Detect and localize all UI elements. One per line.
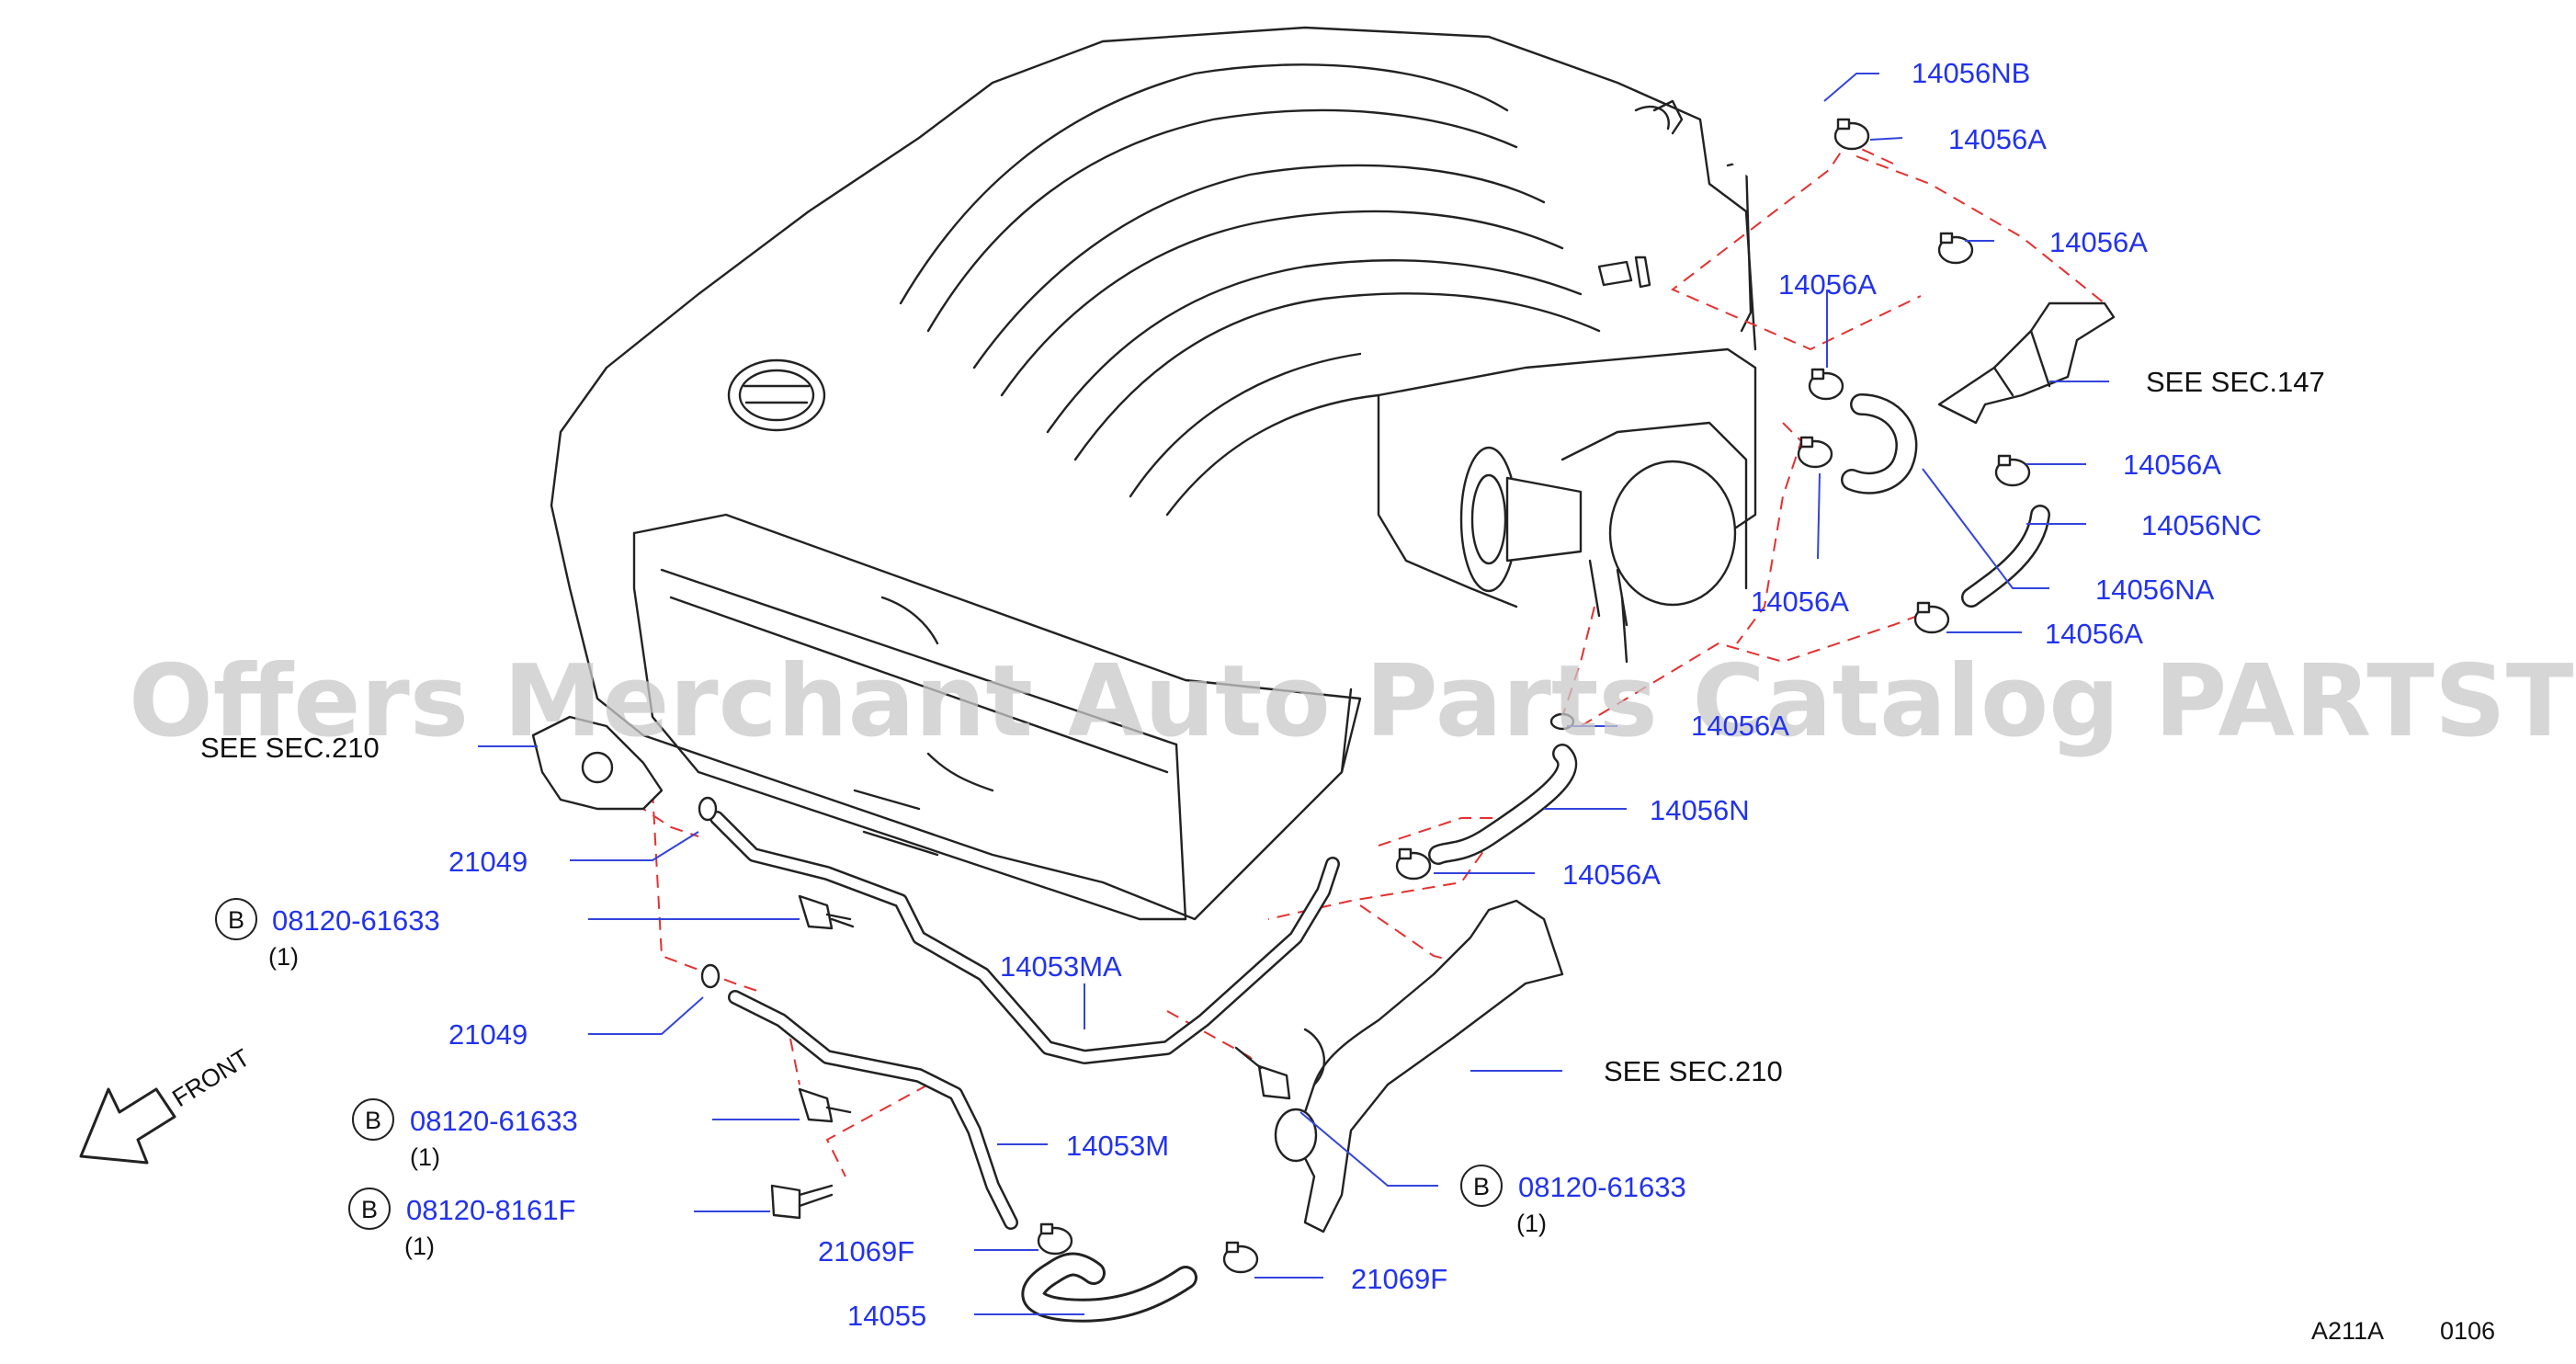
hose-clamp: [1994, 454, 2031, 487]
engine-illustration: [550, 26, 1757, 921]
hose-clamp: [1797, 436, 1833, 469]
bolt-symbol: B: [1473, 1173, 1490, 1200]
throttle-body: [1459, 421, 1748, 664]
label-see-sec147[interactable]: SEE SEC.147: [2146, 366, 2325, 398]
parts: [531, 100, 2116, 1323]
label-08120-61633[interactable]: 08120-61633: [410, 1105, 578, 1137]
label-see-sec210[interactable]: SEE SEC.210: [200, 732, 380, 764]
hose-clamp: [1833, 118, 1870, 151]
hose-clamp: [1222, 1241, 1259, 1274]
leader-lines: [478, 73, 2109, 1315]
label-see-sec210[interactable]: SEE SEC.210: [1604, 1055, 1783, 1087]
front-indicator: FRONT: [79, 1043, 255, 1165]
label-14056NC[interactable]: 14056NC: [2141, 509, 2262, 541]
bolt-symbol: B: [228, 906, 244, 934]
bolt-callout: B 08120-61633 (1): [352, 1098, 578, 1171]
bolt-callout: B 08120-61633 (1): [215, 898, 440, 971]
label-14056NA[interactable]: 14056NA: [2095, 574, 2215, 606]
bolt-callout: B 08120-61633 (1): [1460, 1165, 1686, 1237]
bolt-qty: (1): [404, 1233, 435, 1260]
bolt-part: [770, 1184, 834, 1220]
bolt-symbol-circle: [348, 1188, 391, 1230]
label-14056A[interactable]: 14056A: [2123, 449, 2221, 481]
bolt-symbol: B: [361, 1196, 378, 1223]
label-14056A[interactable]: 14056A: [1778, 268, 1877, 301]
hose-clamp: [1037, 1222, 1073, 1256]
front-arrow-icon: [79, 1087, 176, 1165]
label-14056A[interactable]: 14056A: [1562, 858, 1661, 891]
hose-clamp: [1913, 601, 1950, 634]
label-21049[interactable]: 21049: [448, 1018, 528, 1051]
bolt-part: [1234, 1046, 1291, 1100]
label-14056A[interactable]: 14056A: [1691, 710, 1789, 742]
diagram-date-code: 0106: [2440, 1317, 2495, 1345]
label-21069F[interactable]: 21069F: [818, 1235, 914, 1267]
label-08120-61633[interactable]: 08120-61633: [272, 904, 440, 937]
hose-clamp: [1395, 847, 1432, 881]
part-labels: 14056NB 14056A 14056A 14056A SEE SEC.147…: [200, 57, 2325, 1332]
front-label: FRONT: [167, 1043, 255, 1112]
diagram-code: A211A: [2311, 1317, 2384, 1345]
bolt-qty: (1): [1516, 1210, 1547, 1237]
bolt-symbol-circle: [352, 1098, 394, 1141]
label-14056NB[interactable]: 14056NB: [1912, 57, 2030, 89]
bolt-qty: (1): [410, 1143, 440, 1171]
label-14056A[interactable]: 14056A: [1751, 585, 1849, 618]
label-21049[interactable]: 21049: [448, 846, 528, 878]
label-14056A[interactable]: 14056A: [2045, 618, 2143, 650]
label-14053MA[interactable]: 14053MA: [1000, 950, 1122, 983]
label-14055[interactable]: 14055: [847, 1300, 926, 1332]
bolt-symbol: B: [365, 1107, 381, 1134]
hose-clamp: [1808, 368, 1844, 401]
label-14053M[interactable]: 14053M: [1066, 1130, 1169, 1162]
bolt-symbol-circle: [215, 898, 257, 940]
bolt-part: [798, 1087, 852, 1123]
label-21069F[interactable]: 21069F: [1351, 1263, 1447, 1295]
label-08120-8161F[interactable]: 08120-8161F: [406, 1194, 575, 1226]
hose-clamp: [1937, 232, 1974, 265]
bolt-part: [798, 894, 855, 930]
label-08120-61633[interactable]: 08120-61633: [1518, 1171, 1686, 1203]
label-14056A[interactable]: 14056A: [1948, 123, 2047, 155]
label-14056N[interactable]: 14056N: [1650, 794, 1750, 826]
bolt-qty: (1): [268, 943, 299, 971]
bolt-callout: B 08120-8161F (1): [348, 1188, 575, 1260]
bolt-symbol-circle: [1460, 1165, 1503, 1207]
watermark-text: Offers Merchant Auto Parts Catalog PARTS…: [129, 644, 2576, 759]
label-14056A[interactable]: 14056A: [2049, 226, 2148, 258]
